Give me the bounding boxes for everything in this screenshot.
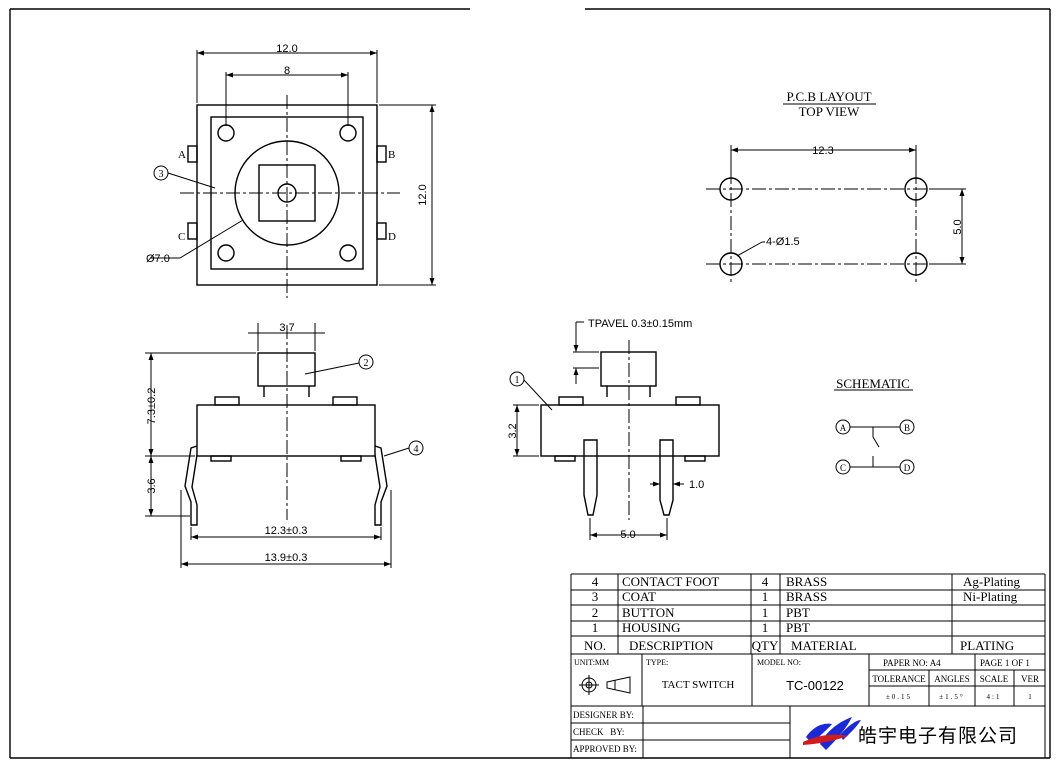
bom-row-1-no: 4 <box>592 574 599 589</box>
version-value: 1 <box>1028 693 1032 701</box>
designer-label: DESIGNER BY: <box>573 710 634 720</box>
callout-1: 1 <box>515 375 520 386</box>
bom-header-qty: QTY <box>752 638 779 653</box>
pin-label-c: C <box>178 231 185 243</box>
pcb-hole-label: 4-Ø1.5 <box>766 236 800 248</box>
bom-header-material: MATERIAL <box>791 638 857 653</box>
tolerance-label: TOLERANCE <box>872 674 926 684</box>
top-view <box>150 50 436 298</box>
bom-row-2-qty: 1 <box>762 589 769 604</box>
tolerance-value: ±0.15 <box>886 693 912 701</box>
bom-row-1-desc: CONTACT FOOT <box>622 574 719 589</box>
paper-size: PAPER NO: A4 <box>883 658 941 668</box>
bom-header-no: NO. <box>584 638 606 653</box>
bom-row-3-desc: BUTTON <box>622 605 675 620</box>
projection-symbol-icon <box>579 675 631 695</box>
sheet-border <box>9 8 1051 759</box>
side-dim-inner: 12.3±0.3 <box>265 525 308 537</box>
front-dim-body: 3.2 <box>507 423 519 438</box>
pin-label-b: B <box>388 149 395 161</box>
bom-row-4-desc: HOUSING <box>622 620 681 635</box>
front-dim-pin: 1.0 <box>689 479 704 491</box>
bom-row-1-qty: 4 <box>762 574 769 589</box>
angles-value: ±1.5° <box>939 693 964 701</box>
bom-row-4-qty: 1 <box>762 620 769 635</box>
side-dim-height: 7.3±0.2 <box>146 388 158 425</box>
pcb-dim-width: 12.3 <box>812 145 833 157</box>
unit-label: UNIT:MM <box>574 658 609 667</box>
front-dim-pitch: 5.0 <box>620 529 635 541</box>
front-view <box>509 321 720 540</box>
schematic-node-a: A <box>840 423 847 433</box>
scale-value: 4:1 <box>987 693 1002 701</box>
bom-row-2-plating: Ni-Plating <box>963 589 1018 604</box>
schematic-node-d: D <box>904 463 911 473</box>
callout-3: 3 <box>159 169 164 180</box>
callout-2: 2 <box>364 358 369 369</box>
pin-label-d: D <box>388 231 396 243</box>
bom-row-2-material: BRASS <box>786 589 827 604</box>
bom-row-4-no: 1 <box>592 620 599 635</box>
page-number: PAGE 1 OF 1 <box>980 658 1030 668</box>
callout-4: 4 <box>414 444 419 455</box>
company-name: 皓宇电子有限公司 <box>858 725 1018 747</box>
schematic-node-b: B <box>904 423 910 433</box>
schematic-title: SCHEMATIC <box>836 376 910 391</box>
scale-label: SCALE <box>980 674 1009 684</box>
bom-header-plating: PLATING <box>960 638 1014 653</box>
top-dim-diameter: Ø7.0 <box>146 253 170 265</box>
bom-row-3-material: PBT <box>786 605 810 620</box>
top-dim-12-height: 12.0 <box>417 184 429 205</box>
top-dim-12-width: 12.0 <box>276 43 297 55</box>
pcb-layout-title: P.C.B LAYOUT <box>786 89 871 104</box>
version-label: VER <box>1021 674 1039 684</box>
check-label: CHECK BY: <box>573 727 624 737</box>
pcb-dim-height: 5.0 <box>952 219 964 234</box>
bom-row-2-desc: COAT <box>622 589 656 604</box>
bom-row-4-material: PBT <box>786 620 810 635</box>
bom-table-grid <box>570 573 1046 758</box>
side-dim-leg: 3.6 <box>146 478 158 493</box>
bom-header-desc: DESCRIPTION <box>629 638 714 653</box>
bom-row-1-material: BRASS <box>786 574 827 589</box>
schematic <box>834 389 915 475</box>
bom-row-3-qty: 1 <box>762 605 769 620</box>
pin-label-a: A <box>178 149 186 161</box>
approved-label: APPROVED BY: <box>573 744 637 754</box>
top-dim-8-pitch: 8 <box>284 65 290 77</box>
type-label: TYPE: <box>646 658 668 667</box>
schematic-node-c: C <box>840 463 846 473</box>
company-logo <box>803 717 861 750</box>
title-block-grid <box>571 654 1045 758</box>
pcb-layout <box>706 103 966 285</box>
side-dim-button: 3.7 <box>279 322 294 334</box>
type-value: TACT SWITCH <box>662 679 735 691</box>
model-label: MODEL NO: <box>757 658 801 667</box>
bom-row-2-no: 3 <box>592 589 599 604</box>
angles-label: ANGLES <box>934 674 970 684</box>
travel-label: TPAVEL 0.3±0.15mm <box>588 318 692 330</box>
side-view <box>145 323 424 568</box>
model-value: TC-00122 <box>786 678 844 693</box>
pcb-layout-subtitle: TOP VIEW <box>799 104 861 119</box>
side-dim-outer: 13.9±0.3 <box>265 552 308 564</box>
bom-row-3-no: 2 <box>592 605 599 620</box>
bom-row-1-plating: Ag-Plating <box>963 574 1021 589</box>
